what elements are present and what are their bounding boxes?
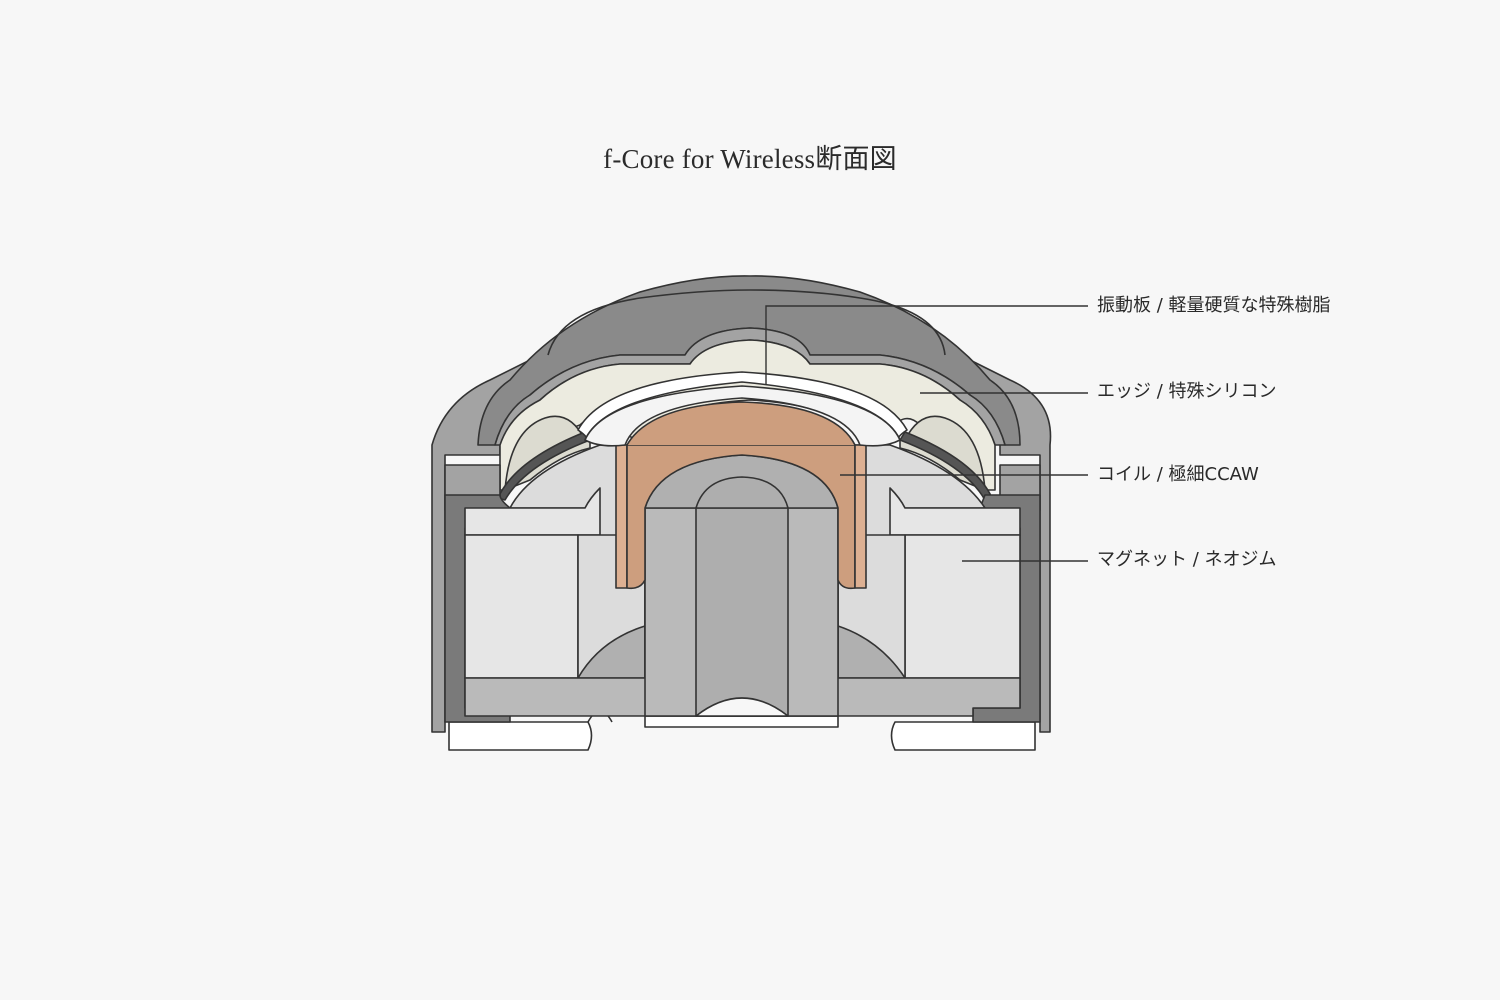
center-pole-inner-top xyxy=(695,476,789,509)
diaphragm-lip xyxy=(584,385,901,447)
label-magnet: マグネット / ネオジム xyxy=(1097,549,1277,570)
magnet-left xyxy=(464,487,646,679)
leader-line-diaphragm xyxy=(765,305,1088,385)
center-pole-bore xyxy=(695,697,789,717)
label-diaphragm: 振動板 / 軽量硬質な特殊樹脂 xyxy=(1097,295,1331,316)
base-plate-center xyxy=(644,715,839,728)
diagram-title: f-Core for Wireless断面図 xyxy=(603,144,897,174)
label-coil: コイル / 極細CCAW xyxy=(1097,464,1259,485)
housing-inner-ring xyxy=(547,289,946,356)
center-pole-inner xyxy=(695,507,789,717)
base-plate-right xyxy=(890,721,1036,751)
label-edge: エッジ / 特殊シリコン xyxy=(1097,381,1277,402)
